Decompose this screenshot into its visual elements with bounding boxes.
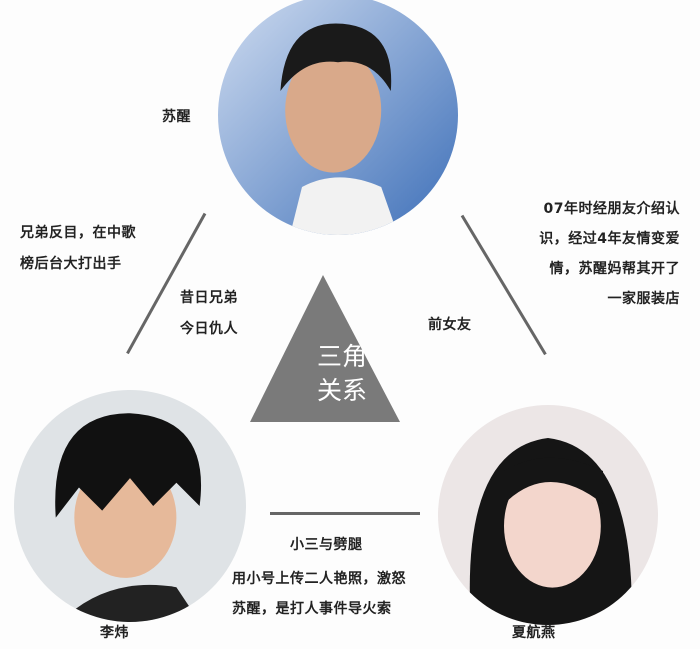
relation-bottom-title: 小三与劈腿 xyxy=(290,537,363,553)
text-line: 07年时经朋友介绍认 xyxy=(543,201,680,217)
name-su-xing: 苏醒 xyxy=(162,109,191,125)
relation-right-inner: 前女友 xyxy=(428,317,472,333)
relation-right-outer: 07年时经朋友介绍认 识，经过4年友情变爱 情，苏醒妈帮其开了 一家服装店 xyxy=(539,192,680,312)
text-line: 昔日兄弟 xyxy=(180,290,238,306)
relation-left-inner: 昔日兄弟 今日仇人 xyxy=(180,285,238,342)
photo-xia-hangyan xyxy=(438,405,658,625)
center-label-line1: 三角 xyxy=(316,342,367,371)
text-line: 识，经过4年友情变爱 xyxy=(539,231,680,247)
text-line: 兄弟反目，在中歌 xyxy=(20,225,136,241)
text-line: 情，苏醒妈帮其开了 xyxy=(549,261,680,277)
connector-bottom xyxy=(270,512,420,515)
center-label: 三角 关系 xyxy=(307,340,377,408)
relation-bottom-desc: 用小号上传二人艳照，激怒 苏醒，是打人事件导火索 xyxy=(232,566,406,622)
photo-li-wei xyxy=(14,390,246,622)
name-xia-hangyan: 夏航燕 xyxy=(512,625,556,641)
text-line: 一家服装店 xyxy=(607,291,680,307)
text-line: 今日仇人 xyxy=(180,321,238,337)
name-li-wei: 李炜 xyxy=(100,625,129,641)
relation-left-outer: 兄弟反目，在中歌 榜后台大打出手 xyxy=(20,220,136,277)
text-line: 用小号上传二人艳照，激怒 xyxy=(232,571,406,587)
text-line: 榜后台大打出手 xyxy=(20,256,122,272)
text-line: 苏醒，是打人事件导火索 xyxy=(232,601,392,617)
photo-su-xing xyxy=(218,0,458,235)
center-label-line2: 关系 xyxy=(316,376,367,405)
